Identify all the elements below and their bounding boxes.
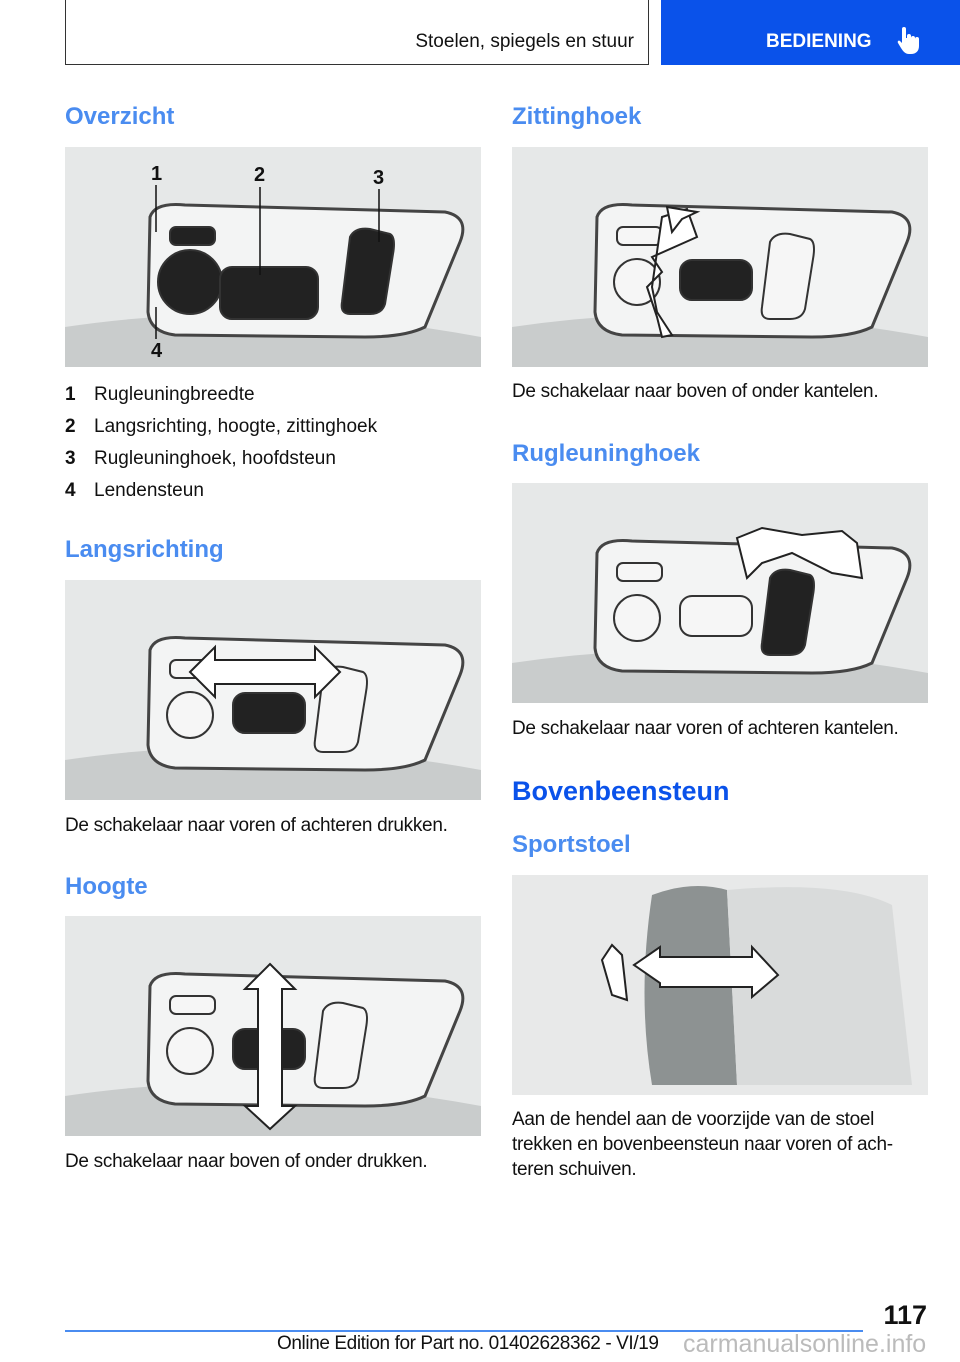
heading-rugleuninghoek: Rugleuninghoek <box>512 440 700 467</box>
page-number: 117 <box>883 1300 927 1330</box>
heading-hoogte: Hoogte <box>65 873 148 900</box>
seat-switch-illustration <box>65 580 481 800</box>
bovenbeensteun-text: Aan de hendel aan de voorzijde van de st… <box>512 1109 893 1180</box>
legend-label: Langsrichting, hoogte, zittinghoek <box>94 416 378 437</box>
hoogte-image <box>65 916 481 1136</box>
edition-info: Online Edition for Part no. 01402628362 … <box>277 1333 659 1354</box>
legend-number: 4 <box>65 480 76 501</box>
svg-text:3: 3 <box>373 167 384 189</box>
seat-switch-illustration <box>512 875 928 1095</box>
hoogte-text: De schakelaar naar boven of onder drukke… <box>65 1151 428 1172</box>
heading-langsrichting: Langsrichting <box>65 536 224 563</box>
watermark: carmanualsonline.info <box>683 1330 927 1358</box>
legend-item: 2 Langsrichting, hoogte, zittinghoek <box>65 411 377 443</box>
legend-item: 1 Rugleuningbreedte <box>65 379 377 411</box>
footer-divider <box>65 1330 863 1332</box>
seat-switch-illustration <box>512 147 928 367</box>
zittinghoek-image <box>512 147 928 367</box>
legend-label: Lendensteun <box>94 480 204 501</box>
svg-text:2: 2 <box>254 164 265 186</box>
svg-text:4: 4 <box>151 340 163 362</box>
pointing-hand-icon <box>897 27 919 54</box>
overview-legend: 1 Rugleuningbreedte 2 Langsrichting, hoogt… <box>65 379 377 507</box>
legend-label: Rugleuninghoek, hoofdsteun <box>94 448 336 469</box>
heading-overzicht: Overzicht <box>65 103 175 130</box>
langsrichting-text: De schakelaar naar voren of achteren dru… <box>65 815 448 836</box>
legend-item: 4 Lendensteun <box>65 475 377 507</box>
legend-number: 2 <box>65 416 76 437</box>
legend-label: Rugleuningbreedte <box>94 384 255 405</box>
rugleuninghoek-text: De schakelaar naar voren of achteren kan… <box>512 718 899 739</box>
chapter-tab-label: BEDIENING <box>766 31 872 52</box>
langsrichting-image <box>65 580 481 800</box>
svg-text:1: 1 <box>151 163 162 185</box>
seat-switch-illustration <box>512 483 928 703</box>
seat-switch-illustration: 1 2 3 4 <box>65 147 481 367</box>
header-section-box: Stoelen, spiegels en stuur <box>65 0 649 65</box>
chapter-tab: BEDIENING <box>661 0 960 65</box>
seat-switch-illustration <box>65 916 481 1136</box>
legend-number: 3 <box>65 448 76 469</box>
section-title: Stoelen, spiegels en stuur <box>415 31 634 52</box>
legend-number: 1 <box>65 384 76 405</box>
legend-item: 3 Rugleuninghoek, hoofdsteun <box>65 443 377 475</box>
heading-sportstoel: Sportstoel <box>512 831 631 858</box>
sportstoel-image <box>512 875 928 1095</box>
seat-controls-overview-image: 1 2 3 4 <box>65 147 481 367</box>
heading-zittinghoek: Zittinghoek <box>512 103 642 130</box>
heading-bovenbeensteun: Bovenbeensteun <box>512 776 730 806</box>
zittinghoek-text: De schakelaar naar boven of onder kantel… <box>512 381 879 402</box>
rugleuninghoek-image <box>512 483 928 703</box>
